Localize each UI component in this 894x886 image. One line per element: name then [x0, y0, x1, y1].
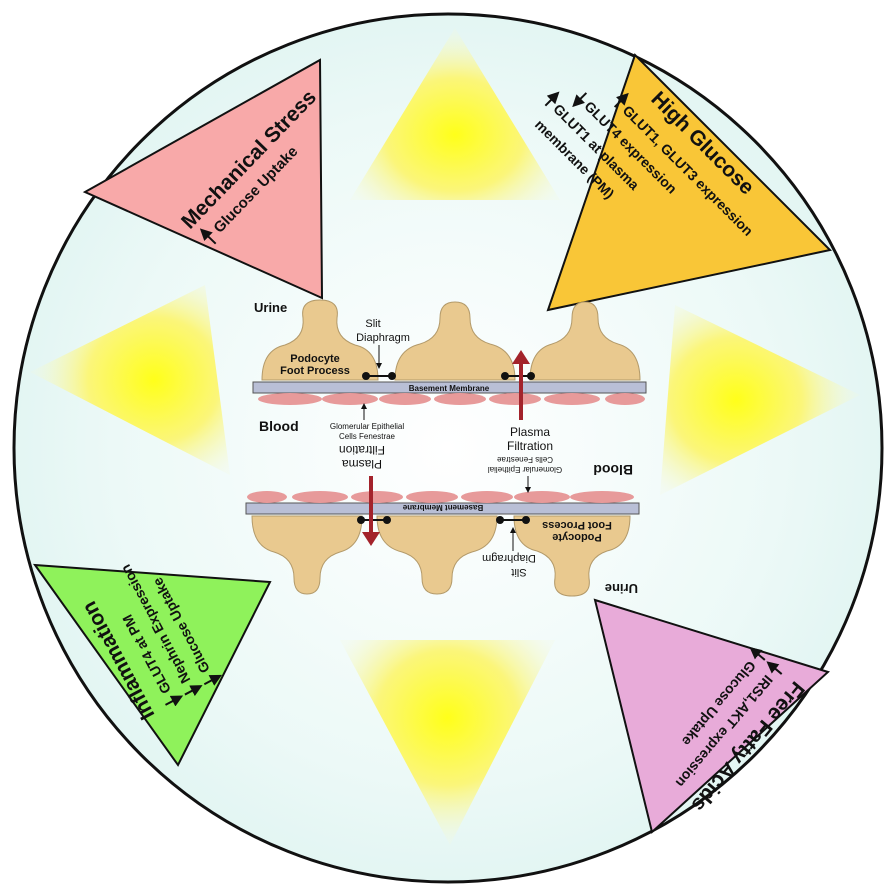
down-arrow-icon [749, 647, 766, 661]
plasma-filtration-arrowhead [512, 350, 530, 364]
slit-label-2: Diaphragm [356, 332, 410, 344]
plasma-label-1: Plasma [342, 457, 382, 471]
basement-membrane [252, 381, 647, 394]
podocyte-foot-process [529, 301, 641, 381]
podocyte-label-2: Foot Process [542, 519, 612, 531]
filtration-barrier-bottom: Basement Membrane Urine Blood Slit Diaph… [245, 443, 640, 597]
podocyte-label-1: Podocyte [290, 353, 340, 365]
up-arrow-icon [199, 228, 217, 245]
plasma-filtration-arrowhead [362, 532, 380, 546]
endothelial-cells [258, 393, 645, 405]
blood-label: Blood [259, 418, 299, 434]
up-arrow-icon [613, 92, 629, 108]
slit-label-1: Slit [511, 566, 526, 578]
high-glucose-panel: High Glucose GLUT1, GLUT3 expression GLU… [532, 53, 833, 312]
up-arrow-icon [544, 91, 560, 107]
glow-triangle-top [350, 28, 560, 200]
mechanical-stress-triangle [82, 58, 324, 300]
glow-triangle-bottom [340, 640, 555, 845]
podocyte-foot-process [376, 515, 498, 595]
down-arrow-icon [184, 685, 203, 697]
down-arrow-icon [766, 661, 783, 675]
down-arrow-icon [203, 674, 222, 686]
filtration-barrier-top: Basement Membrane Urine Blood Slit Diaph… [252, 299, 647, 453]
inflammation-triangle [32, 563, 272, 767]
slit-label-2: Diaphragm [482, 552, 536, 564]
blood-label: Blood [593, 462, 633, 478]
plasma-label-2: Filtration [339, 443, 385, 457]
free-fatty-acids-panel: Free Fatty Acids IRS1,AKT expression Glu… [593, 598, 830, 834]
fenestrae-label-2: Cells Fenestrae [496, 455, 553, 464]
mechanical-stress-panel: Mechanical Stress Glucose Uptake [82, 58, 324, 300]
fenestrae-label-1: Glomerular Epithelial [330, 422, 404, 431]
urine-label: Urine [605, 581, 638, 596]
podocyte-label-1: Podocyte [552, 531, 602, 543]
fenestrae-label-2: Cells Fenestrae [339, 432, 396, 441]
podocyte-label-2: Foot Process [280, 365, 350, 377]
fenestrae-label-1: Glomerular Epithelial [488, 465, 562, 474]
podocyte-foot-process [394, 301, 516, 381]
glow-triangle-left [30, 285, 230, 475]
basement-membrane-label: Basement Membrane [402, 503, 483, 512]
podocyte-foot-process [261, 299, 379, 381]
basement-membrane-label: Basement Membrane [409, 384, 490, 393]
basement-membrane [245, 502, 640, 515]
down-arrow-icon [572, 92, 588, 108]
urine-label: Urine [254, 300, 287, 315]
podocyte-foot-process [251, 515, 363, 595]
plasma-label-2: Filtration [507, 439, 553, 453]
high-glucose-triangle [546, 53, 833, 312]
down-arrow-icon [165, 695, 184, 707]
plasma-label-1: Plasma [510, 425, 550, 439]
glow-triangle-right [660, 305, 860, 495]
podocyte-foot-process [513, 515, 631, 597]
slit-label-1: Slit [365, 318, 380, 330]
endothelial-cells [247, 491, 634, 503]
free-fatty-acids-triangle [593, 598, 830, 834]
